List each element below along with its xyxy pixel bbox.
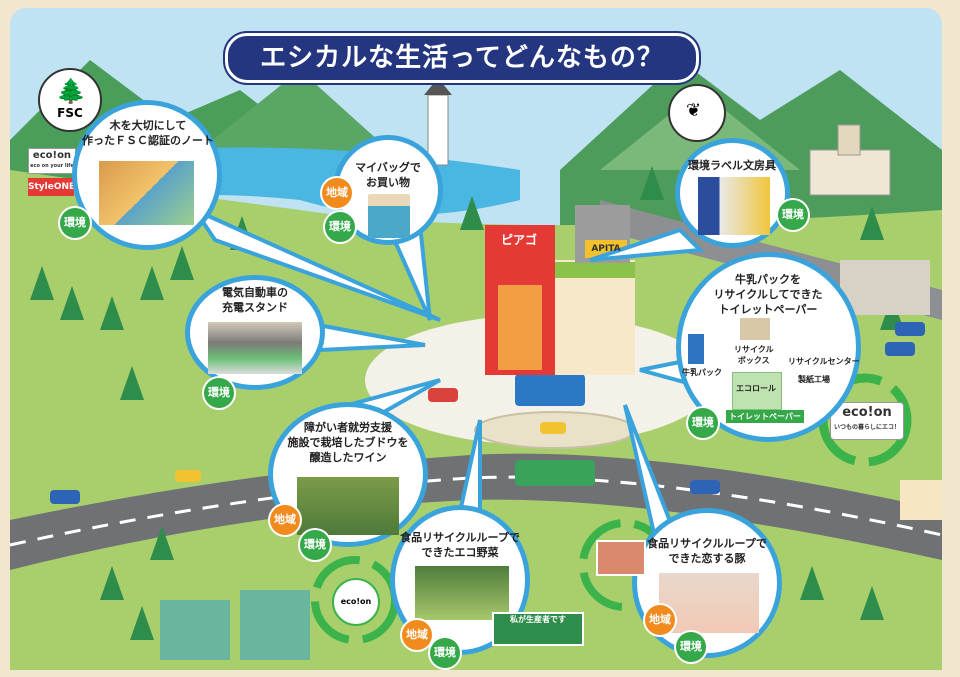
- page-title: エシカルな生活ってどんなもの？: [225, 33, 699, 83]
- tag-env-toilet: 環境: [688, 408, 718, 438]
- apita-sign: APITA: [591, 244, 621, 254]
- bubble-eco-vegetables-text: 食品リサイクルループで できたエコ野菜: [400, 531, 520, 559]
- store-stripe: [555, 262, 635, 278]
- ev-station-photo: [208, 322, 302, 374]
- style-one-logo: StyleONE: [28, 178, 75, 196]
- tag-local-wine: 地域: [270, 505, 300, 535]
- bubble-pork: [632, 508, 782, 658]
- tag-env-ev: 環境: [204, 378, 234, 408]
- producer-sign-text: 私が生産者です: [510, 615, 566, 624]
- recycle-box-label: リサイクル ボックス: [734, 345, 774, 365]
- store-windows: [498, 285, 542, 370]
- stationery-photo: [698, 177, 770, 235]
- paper-mill-label: 製紙工場: [798, 375, 830, 384]
- bus: [515, 460, 595, 486]
- tag-local-veg: 地域: [402, 620, 432, 650]
- lighthouse: [427, 94, 449, 166]
- stamp-ecoon-text: eco!on: [340, 597, 372, 606]
- fsc-logo: 🌲 FSC: [38, 68, 102, 132]
- lighthouse-top: [424, 78, 452, 95]
- tag-local-pork: 地域: [645, 605, 675, 635]
- milk-carton-label: 牛乳パック: [682, 368, 722, 377]
- car-red: [428, 388, 458, 402]
- clock-tower: [837, 124, 861, 156]
- eco-label-logo: ❦: [668, 84, 726, 142]
- tag-env-bag: 環境: [325, 212, 355, 242]
- tag-env-fsc: 環境: [60, 208, 90, 238]
- tree-check-icon: 🌲: [56, 77, 86, 105]
- eco-vegetable-stamp: eco!on: [332, 578, 380, 626]
- toilet-paper-label: トイレットペーパー: [726, 410, 804, 423]
- pork-package-photo: [596, 540, 646, 576]
- bubble-fsc-notebook: [72, 100, 222, 250]
- store-facade: [555, 260, 635, 375]
- ecoon-right-text: eco!on: [842, 405, 892, 420]
- recycle-center-label: リサイクルセンター: [788, 357, 860, 366]
- field-2: [240, 590, 310, 660]
- tag-env-wine: 環境: [300, 530, 330, 560]
- taxi: [175, 470, 201, 482]
- tag-env-pork: 環境: [676, 632, 706, 662]
- tag-local-bag: 地域: [322, 178, 352, 208]
- field-1: [160, 600, 230, 660]
- toilet-paper-product-label: エコロール: [736, 384, 776, 393]
- bubble-ev-station: [185, 275, 325, 390]
- leaf-icon: ❦: [686, 100, 702, 121]
- piago-sign: ピアゴ: [486, 230, 552, 250]
- ecoon-logo-left: eco!on eco on your life: [28, 148, 76, 174]
- parking-sign: [515, 374, 585, 406]
- trees: [30, 166, 904, 640]
- bubble-wine-text: 障がい者就労支援 施設で栽培したブドウを 醸造したワイン: [287, 421, 409, 464]
- road-line: [9, 475, 943, 547]
- ecoon-logo-text: eco!on: [32, 150, 72, 161]
- bubble-my-bag-text: マイバッグで お買い物: [355, 161, 421, 189]
- bubble-toilet-paper-text: 牛乳パックを リサイクルしてできた トイレットペーパー: [713, 273, 823, 316]
- tag-env-veg: 環境: [430, 638, 460, 668]
- taxi-2: [540, 422, 566, 434]
- car-blue: [50, 490, 80, 504]
- ecoon-logo-right: eco!on いつもの暮らしにエコ！: [830, 402, 904, 440]
- bubble-eco-label-stationery: [675, 138, 790, 248]
- bubble-fsc-notebook-text: 木を大切にして 作ったＦＳＣ認証のノート: [82, 119, 214, 147]
- recycle-box-icon: [740, 318, 770, 340]
- notebook-image: [99, 161, 194, 225]
- school: [809, 149, 891, 196]
- bubble-eco-label-stationery-text: 環境ラベル文房具: [688, 159, 776, 172]
- tote-bag-icon: [368, 194, 410, 238]
- tag-env-stationery: 環境: [778, 200, 808, 230]
- producer-sign: 私が生産者です: [492, 612, 584, 646]
- car-blue-right: [690, 480, 720, 494]
- bubble-pork-text: 食品リサイクルループで できた恋する豚: [647, 537, 767, 565]
- vineyard-photo: [297, 477, 399, 535]
- ecoon-right-sub: いつもの暮らしにエコ！: [833, 424, 900, 431]
- shop-right: [900, 480, 942, 520]
- ecoon-logo-sub: eco on your life: [30, 163, 74, 169]
- car-right-1: [895, 322, 925, 336]
- toilet-paper-package: [732, 372, 782, 410]
- bubble-ev-station-text: 電気自動車の 充電スタンド: [222, 286, 288, 314]
- pigs-photo: [659, 573, 759, 633]
- milk-carton-icon: [688, 334, 704, 364]
- factory: [840, 260, 930, 315]
- fsc-logo-text: FSC: [57, 106, 83, 120]
- mountain-center: [200, 70, 400, 160]
- vegetable-photo: [415, 566, 509, 620]
- car-right-2: [885, 342, 915, 356]
